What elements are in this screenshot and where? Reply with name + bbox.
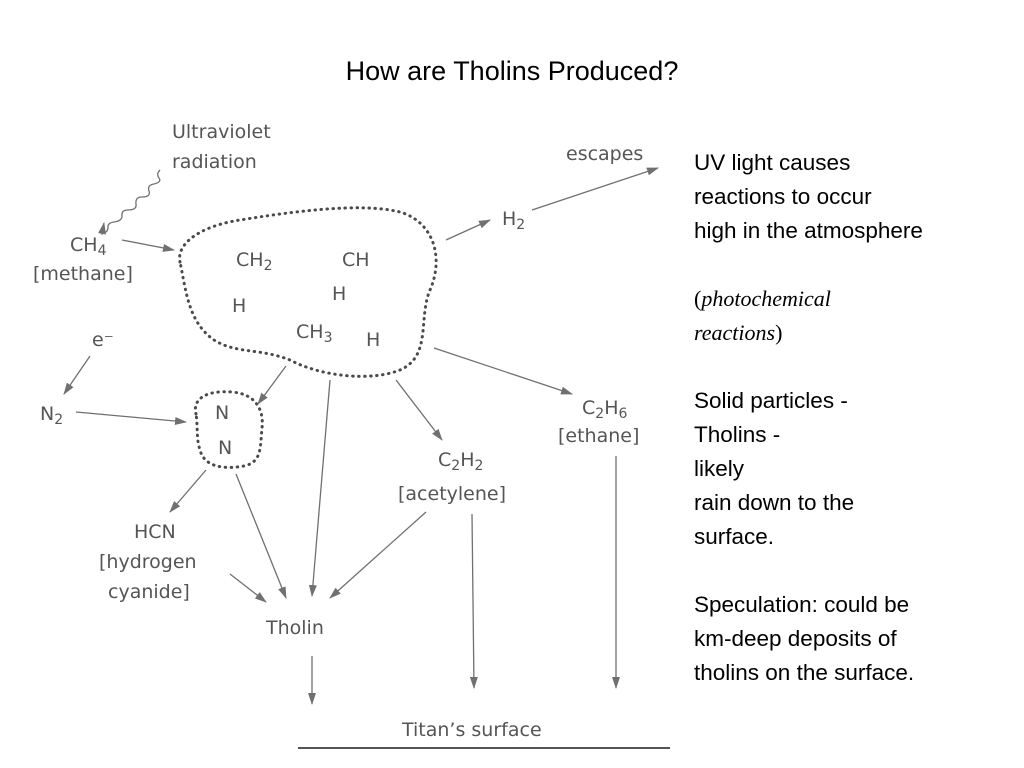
electron-label: e⁻ <box>92 329 114 351</box>
ch-label: CH <box>342 249 370 271</box>
escapes-label: escapes <box>566 143 643 165</box>
speculation-text-line-2: km-deep deposits of <box>694 626 897 651</box>
ch4-label: CH4 <box>70 234 107 259</box>
arrow-n-cloud-to-tholin <box>235 473 287 599</box>
acetylene-label: [acetylene] <box>398 483 506 505</box>
h2-label: H2 <box>502 208 525 233</box>
arrow-blob-to-tholin <box>308 379 331 597</box>
arrow-acetylene-to-surface <box>469 513 478 689</box>
particles-text-line-2: Tholins - <box>694 422 781 447</box>
methane-label: [methane] <box>33 263 133 285</box>
close-paren: ) <box>775 320 783 345</box>
reaction-cloud <box>178 206 438 378</box>
speculation-text-line-1: Speculation: could be <box>694 592 910 617</box>
reactions-term: reactions <box>694 320 776 345</box>
explanation-text: UV light causes reactions to occur high … <box>694 146 1014 690</box>
c2h6-label: C2H6 <box>582 397 628 422</box>
particles-text-line-5: surface. <box>694 524 775 549</box>
particles-text-line-4: rain down to the <box>694 490 855 515</box>
arrow-hcn-to-tholin <box>229 573 267 603</box>
hydrogen-label: [hydrogen <box>99 551 197 573</box>
arrow-n-cloud-to-hcn <box>169 469 207 513</box>
n2-label: N2 <box>40 403 63 428</box>
uv-label-line2: radiation <box>172 151 257 173</box>
uv-text-line-2: reactions to occur <box>694 184 872 209</box>
nitrogen-cloud <box>193 390 264 469</box>
photochemical-term: photochemical <box>701 286 831 311</box>
photochemical-line: (photochemical <box>694 282 1014 316</box>
particles-text-line-1: Solid particles - <box>694 388 848 413</box>
arrow-blob-to-c2h6 <box>433 347 573 395</box>
arrow-ch4-to-blob <box>121 239 175 252</box>
uv-wavy-arrow <box>98 169 161 235</box>
slide-title: How are Tholins Produced? <box>345 56 679 86</box>
ethane-label: [ethane] <box>558 425 639 447</box>
arrow-blob-to-h2 <box>445 219 491 241</box>
reactions-line: reactions) <box>694 316 1014 350</box>
tholin-label: Tholin <box>265 617 324 639</box>
uv-label-line1: Ultraviolet <box>172 121 271 143</box>
tholin-production-diagram: Ultraviolet radiation escapes H2 CH4 [me… <box>33 121 670 749</box>
n-label-bottom: N <box>218 437 232 459</box>
surface-label: Titan’s surface <box>401 719 542 741</box>
arrow-h2-to-escapes <box>531 167 659 211</box>
hcn-label: HCN <box>134 521 176 543</box>
arrow-n2-to-n-cloud <box>75 411 187 425</box>
h-label-2: H <box>332 283 346 305</box>
c2h2-label: C2H2 <box>438 449 483 474</box>
ch3-label: CH3 <box>296 321 332 346</box>
n-label-top: N <box>215 402 229 424</box>
arrow-blob-to-c2h2 <box>395 379 443 441</box>
speculation-text-line-3: tholins on the surface. <box>694 660 915 685</box>
arrow-blob-to-n-cloud <box>257 365 287 405</box>
arrow-electron-to-n2 <box>63 355 91 395</box>
uv-text-line-1: UV light causes <box>694 150 851 175</box>
particles-text-line-3: likely <box>694 456 745 481</box>
h-label-3: H <box>366 329 380 351</box>
cyanide-label: cyanide] <box>108 581 190 603</box>
arrow-acetylene-to-tholin <box>329 511 427 599</box>
h-label-1: H <box>232 295 246 317</box>
ch2-label: CH2 <box>236 249 272 274</box>
uv-text-line-3: high in the atmosphere <box>694 218 923 243</box>
open-paren: ( <box>694 286 702 311</box>
